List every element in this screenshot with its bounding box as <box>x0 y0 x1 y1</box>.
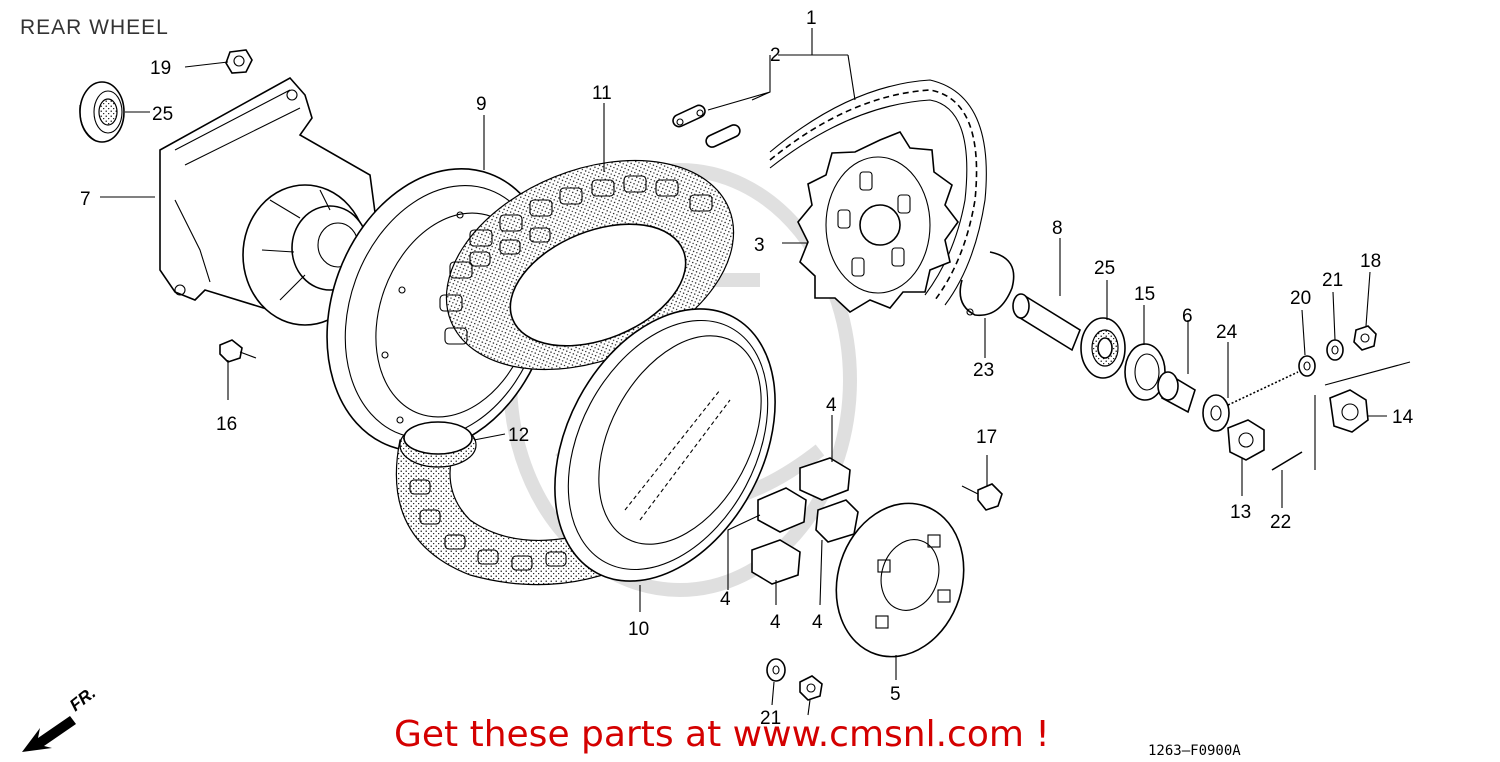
part-17-bolt[interactable] <box>961 483 1003 511</box>
callout-12: 12 <box>508 425 529 446</box>
callout-4-left: 4 <box>720 589 731 610</box>
part-21-washer[interactable] <box>1326 339 1344 361</box>
callout-11: 11 <box>592 83 612 104</box>
callout-8: 8 <box>1052 218 1063 239</box>
part-15-oil-seal[interactable] <box>1124 343 1166 401</box>
part-18-nut[interactable] <box>1353 325 1377 351</box>
callout-2: 2 <box>770 45 781 66</box>
callout-13: 13 <box>1230 502 1251 523</box>
part-13-castle-nut[interactable] <box>1227 419 1265 461</box>
part-3-final-driven-sprocket[interactable] <box>797 131 959 313</box>
part-22-cotter-pin[interactable] <box>1271 451 1303 471</box>
page-title: REAR WHEEL <box>20 16 169 39</box>
callout-21-bottom: 21 <box>760 708 781 729</box>
part-4-damper-rubbers[interactable] <box>751 457 859 585</box>
callout-25-right: 25 <box>1094 258 1115 279</box>
callout-5: 5 <box>890 684 901 705</box>
callout-18: 18 <box>1360 251 1381 272</box>
callout-14: 14 <box>1392 407 1414 428</box>
bracket-lines <box>1314 361 1411 470</box>
part-20-washer[interactable] <box>1298 355 1316 377</box>
part-23-circlip[interactable] <box>959 251 1015 317</box>
part-18-nut-bottom[interactable] <box>799 675 823 701</box>
callout-1: 1 <box>806 8 817 29</box>
part-6-side-collar[interactable] <box>1157 371 1196 414</box>
callout-23: 23 <box>973 360 994 381</box>
part-5-brake-drum[interactable] <box>817 487 983 674</box>
callout-4-middle: 4 <box>770 612 781 633</box>
callout-3: 3 <box>754 235 765 256</box>
part-21-washer-bottom[interactable] <box>766 658 786 682</box>
front-direction-arrow-icon <box>22 716 76 752</box>
callout-16: 16 <box>216 414 237 435</box>
promo-link[interactable]: Get these parts at www.cmsnl.com ! <box>394 714 1050 755</box>
callout-21-right: 21 <box>1322 270 1343 291</box>
part-14-axle-nut[interactable] <box>1329 389 1369 433</box>
part-19-nut[interactable] <box>225 49 253 74</box>
part-16-bolt[interactable] <box>219 339 257 363</box>
part-25-bearing[interactable] <box>79 81 125 143</box>
callout-17: 17 <box>976 427 997 448</box>
part-25-bearing-right[interactable] <box>1080 317 1126 379</box>
part-10-wheel-rim[interactable] <box>510 271 819 619</box>
callout-22: 22 <box>1270 512 1291 533</box>
callout-7: 7 <box>80 189 91 210</box>
callout-15: 15 <box>1134 284 1155 305</box>
part-1-drive-chain[interactable] <box>769 79 987 306</box>
callout-24: 24 <box>1216 322 1238 343</box>
leader-lines <box>100 28 1387 716</box>
callout-9: 9 <box>476 94 487 115</box>
callout-25-left: 25 <box>152 104 173 125</box>
diagram-code: 1263–F0900A <box>1148 743 1241 759</box>
part-24-chain-adjuster[interactable] <box>1202 371 1299 432</box>
callout-6: 6 <box>1182 306 1193 327</box>
callout-10: 10 <box>628 619 649 640</box>
callout-20: 20 <box>1290 288 1311 309</box>
callout-4-right: 4 <box>812 612 823 633</box>
callout-4-top: 4 <box>826 395 837 416</box>
callout-19: 19 <box>150 58 171 79</box>
part-2-chain-joint[interactable] <box>671 103 742 149</box>
part-8-collar[interactable] <box>1012 293 1081 352</box>
